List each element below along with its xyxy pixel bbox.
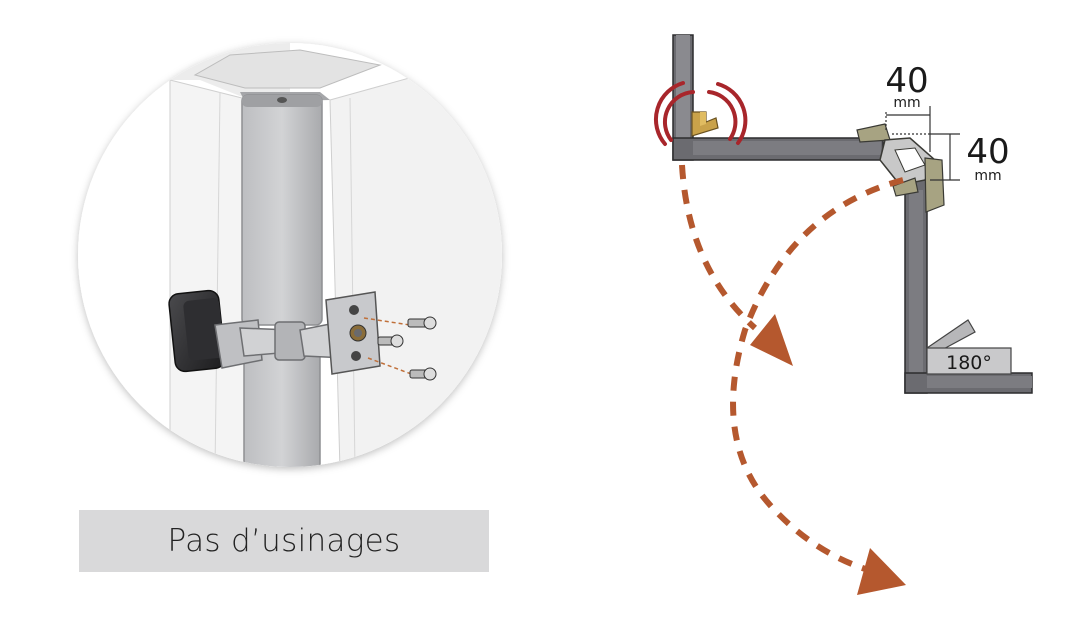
swing-arrow-90: [679, 164, 793, 366]
vertical-post: [241, 94, 323, 467]
vertical-dimension-value: 40: [966, 132, 1009, 172]
dimension-lines: [885, 106, 960, 181]
angle-indicator: 180°: [925, 319, 1012, 375]
horizontal-dimension-value: 40: [885, 61, 928, 101]
contact-alert-icon: [653, 81, 748, 146]
horizontal-dimension-unit: mm: [893, 95, 920, 111]
vertical-dimension-unit: mm: [974, 168, 1001, 184]
arrow-head-icon: [857, 548, 906, 595]
screw-icon: [377, 334, 404, 348]
caption-banner: Pas d’usinages: [79, 510, 489, 572]
corner-hinge: [168, 289, 437, 381]
detail-illustration: [78, 43, 502, 467]
pivot-hinge-icon: [856, 123, 945, 213]
angle-label: 180°: [946, 352, 992, 374]
screw-icon: [407, 316, 437, 330]
screw-icon: [409, 367, 437, 381]
corner-hinge-icon: [691, 111, 719, 137]
schematic-diagram: 180° 40 mm 40 mm: [653, 34, 1033, 595]
caption-text: Pas d’usinages: [167, 523, 401, 559]
swing-arrow-180: [730, 177, 906, 595]
arrow-head-icon: [750, 314, 793, 366]
